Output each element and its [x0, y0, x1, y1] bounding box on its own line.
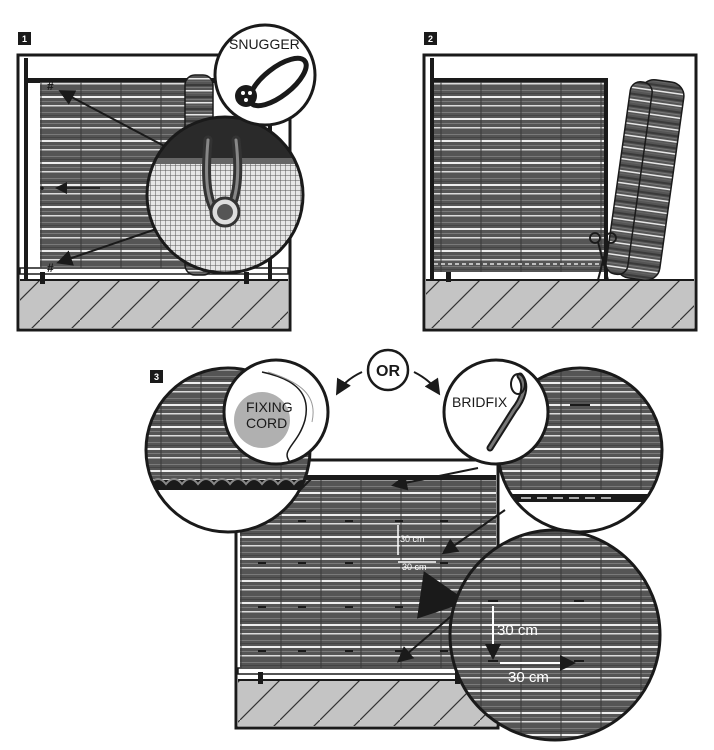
step-2-number: 2: [428, 34, 433, 44]
or-selector: OR: [335, 348, 441, 396]
scissors-icon: [589, 232, 617, 281]
screen-roll: [605, 78, 685, 282]
snugger-detail: SNUGGER: [213, 23, 317, 127]
screen: [434, 82, 606, 272]
ground: [20, 280, 288, 328]
step-3-number: 3: [154, 372, 159, 382]
svg-text:•: •: [40, 181, 44, 195]
or-label: OR: [376, 363, 400, 380]
bridfix-detail: BRIDFIX: [442, 358, 550, 466]
step-2-panel: 2: [422, 32, 698, 332]
step-3-zoom-bottom: 30 cm 30 cm: [448, 528, 662, 742]
ground: [426, 280, 694, 328]
snugger-icon: [235, 55, 309, 109]
ground: [238, 680, 496, 726]
spacing-label-small-horizontal: 30 cm: [402, 562, 427, 572]
svg-text:#: #: [47, 261, 54, 275]
bridfix-label: BRIDFIX: [452, 394, 508, 410]
spacing-label-large-horizontal: 30 cm: [508, 669, 549, 686]
step-2-badge: [424, 32, 437, 45]
snugger-label: SNUGGER: [229, 36, 300, 52]
step-3-panel: 3 30 cm 30 cm: [144, 348, 664, 742]
step-1-badge: [18, 32, 31, 45]
bridfix-icon: [486, 372, 528, 452]
curved-arrow-icon: [416, 571, 468, 619]
step-1-panel: # • #: [16, 23, 317, 332]
step-1-number: 1: [22, 34, 27, 44]
spacing-label-small-vertical: 30 cm: [400, 534, 425, 544]
svg-text:#: #: [47, 79, 54, 93]
spacing-label-large-vertical: 30 cm: [497, 622, 538, 639]
fixing-cord-icon: [234, 392, 290, 448]
fixing-cord-label: FIXING CORD: [246, 399, 297, 431]
step-3-badge: [150, 370, 163, 383]
fixing-cord-detail: FIXING CORD: [222, 358, 330, 466]
